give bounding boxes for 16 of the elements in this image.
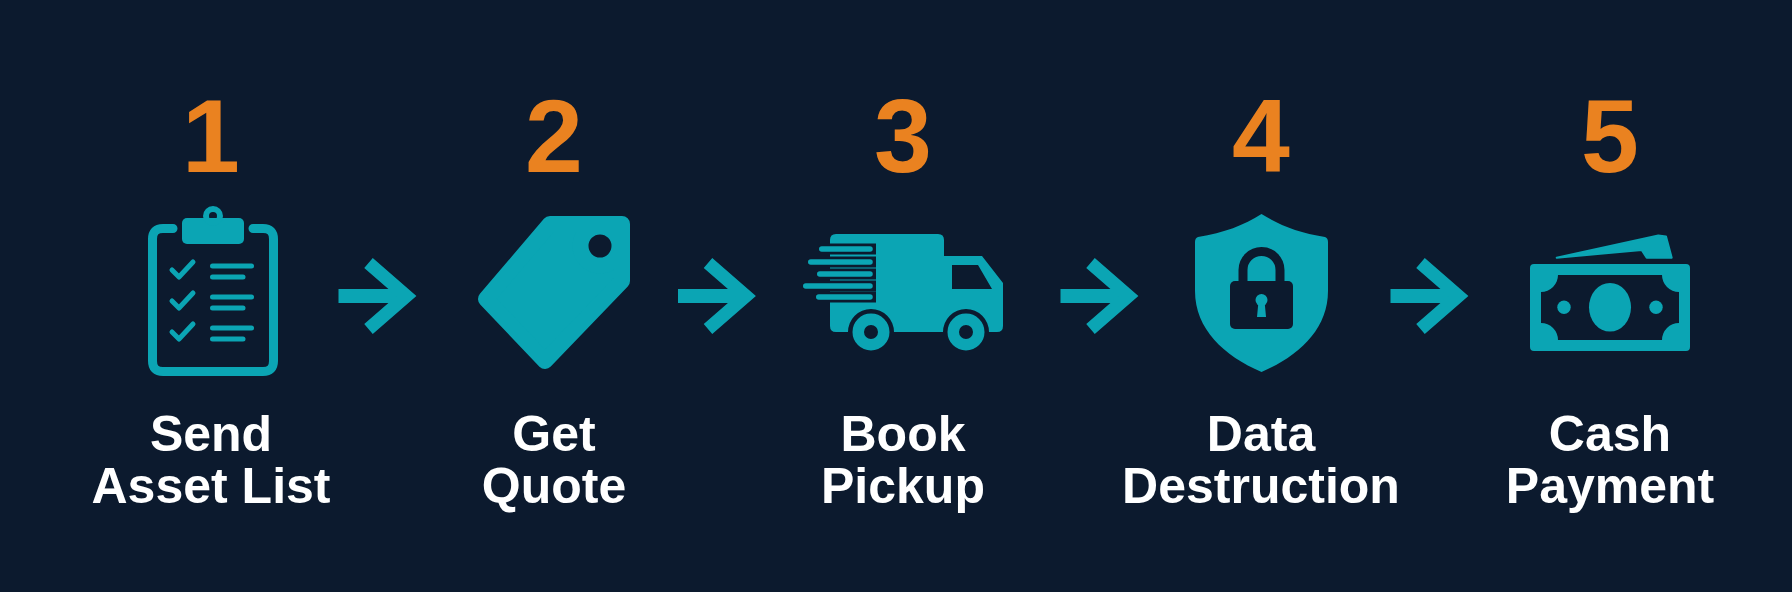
step-number: 1 (182, 84, 240, 188)
arrow (678, 256, 753, 336)
step-label: Send Asset List (90, 408, 332, 512)
step-label: Data Destruction (1121, 408, 1401, 512)
clipboard-checklist-icon (148, 206, 278, 377)
delivery-truck-icon (802, 233, 1005, 353)
step-number: 5 (1581, 84, 1639, 188)
shield-lock-icon (1194, 213, 1329, 373)
banknote-icon (1530, 234, 1690, 352)
step-label: Book Pickup (820, 408, 986, 512)
step-label: Cash Payment (1504, 408, 1716, 512)
step-label: Get Quote (480, 408, 628, 512)
step-number: 2 (525, 84, 583, 188)
price-tag-icon (477, 215, 632, 370)
step-number: 3 (874, 84, 932, 188)
step-number: 4 (1232, 84, 1290, 188)
